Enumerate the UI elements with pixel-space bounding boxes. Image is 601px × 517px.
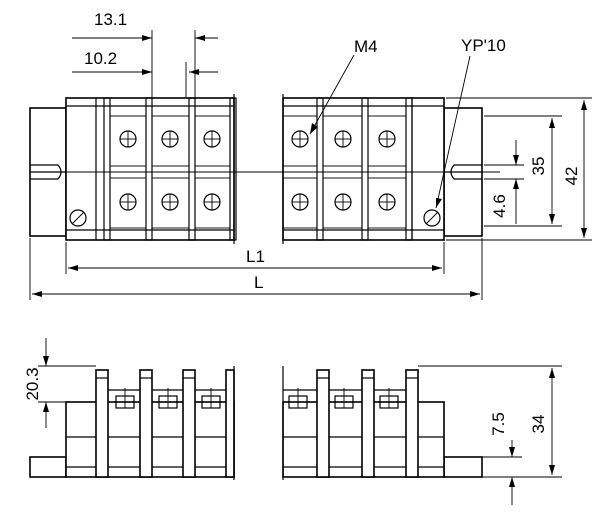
screw-head-icon xyxy=(158,388,178,409)
screw-icon xyxy=(378,130,396,148)
screw-icon xyxy=(203,130,221,148)
screw-icon xyxy=(161,130,179,148)
top-view-dimensions: 13.1 10.2 M4 YP'10 42 35 xyxy=(29,10,592,300)
top-view xyxy=(29,94,500,244)
screw-icon xyxy=(334,130,352,148)
terminal-screws xyxy=(119,130,396,211)
dim-46-label: 4.6 xyxy=(490,194,509,218)
dim-L1-label: L1 xyxy=(246,247,265,266)
screw-icon xyxy=(378,193,396,211)
dim-width-label: 10.2 xyxy=(84,49,117,68)
screw-icon xyxy=(291,193,309,211)
dim-203-label: 20.3 xyxy=(23,367,42,400)
screw-icon xyxy=(119,130,137,148)
left-body-section xyxy=(65,97,237,241)
screw-head-icon xyxy=(201,388,221,409)
screw-head-icon xyxy=(288,388,308,409)
right-body-section xyxy=(282,97,445,241)
screw-head-icon xyxy=(379,388,399,409)
screw-head-icon xyxy=(115,388,135,409)
mount-hole-icon xyxy=(69,209,87,227)
mount-hole-icon xyxy=(423,209,441,227)
screw-icon xyxy=(203,193,221,211)
front-view xyxy=(29,366,483,480)
dim-42-label: 42 xyxy=(562,167,581,186)
dim-L-label: L xyxy=(254,273,263,292)
dim-35-label: 35 xyxy=(529,157,548,176)
screw-head-icon xyxy=(334,388,354,409)
screw-icon xyxy=(161,193,179,211)
dim-pitch-label: 13.1 xyxy=(94,10,127,29)
screw-icon xyxy=(119,193,137,211)
screw-icon xyxy=(291,130,309,148)
front-view-dimensions: 20.3 34 7.5 xyxy=(23,338,562,505)
screw-size-label: M4 xyxy=(354,37,378,56)
dim-34-label: 34 xyxy=(529,415,548,434)
screw-icon xyxy=(334,193,352,211)
mount-type-label: YP'10 xyxy=(461,36,506,55)
dim-75-label: 7.5 xyxy=(489,412,508,436)
